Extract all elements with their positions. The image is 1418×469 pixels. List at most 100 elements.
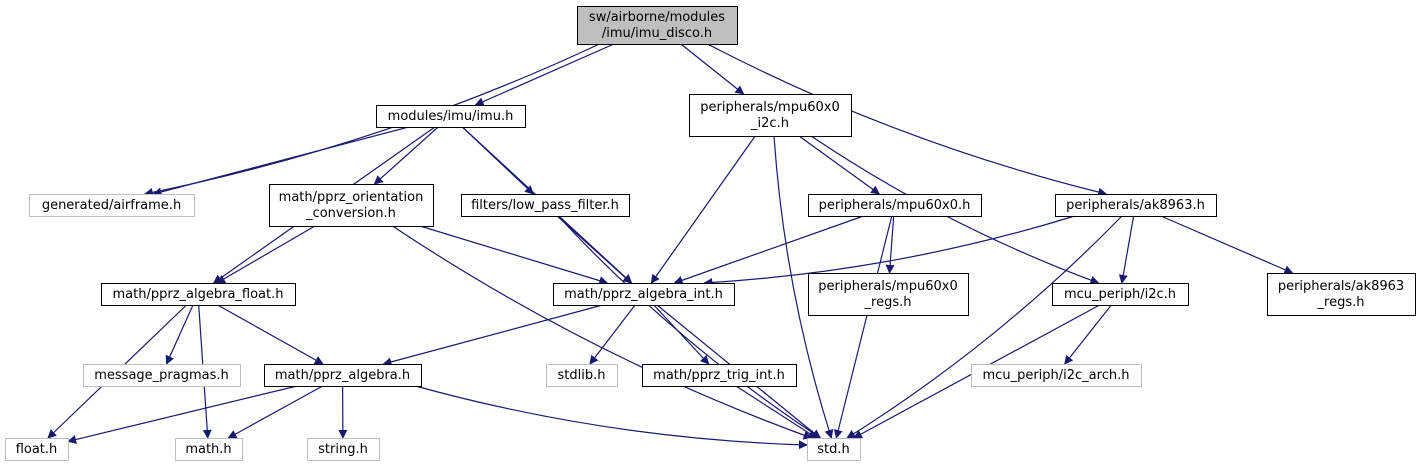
node-box	[689, 94, 852, 137]
node-msg_prag: message_pragmas.h	[83, 364, 241, 387]
edge-ak-to-i2c	[1118, 215, 1135, 284]
node-label-line: string.h	[318, 442, 368, 457]
node-label-line: math.h	[185, 442, 231, 457]
node-label-line: math/pprz_algebra_float.h	[113, 287, 284, 302]
node-label-line: float.h	[16, 442, 58, 457]
node-box	[5, 438, 69, 461]
edge-orient-to-std	[392, 225, 813, 440]
node-box	[101, 283, 296, 306]
edge-alg_int-to-trig	[653, 304, 710, 365]
node-label-line: peripherals/mpu60x0	[700, 100, 839, 115]
node-label-line: _conversion.h	[305, 206, 396, 221]
node-std: std.h	[807, 438, 861, 461]
node-box	[29, 194, 195, 217]
edge-orient-to-alg_int	[419, 225, 609, 285]
node-label-line: math/pprz_orientation	[279, 190, 424, 205]
edge-imu_h-to-orient	[373, 126, 439, 185]
edge-alg_float-to-msg_prag	[165, 304, 194, 365]
node-label-line: peripherals/ak8963.h	[1066, 198, 1205, 213]
node-imu_h[interactable]: modules/imu/imu.h	[376, 105, 526, 128]
node-layer: sw/airborne/modules/imu/imu_disco.hmodul…	[5, 6, 1416, 461]
edge-mpu-to-mpu_regs	[885, 215, 895, 274]
node-box	[1055, 194, 1217, 217]
node-label-line: math/pprz_algebra_int.h	[564, 287, 723, 302]
node-box	[807, 438, 861, 461]
node-trig[interactable]: math/pprz_trig_int.h	[642, 364, 797, 387]
node-mpu_regs[interactable]: peripherals/mpu60x0_regs.h	[808, 273, 969, 316]
edge-mpu_i2c-to-i2c	[810, 135, 1100, 285]
node-string: string.h	[307, 438, 380, 461]
edge-imu_h-to-airframe	[152, 126, 409, 197]
node-box	[546, 364, 618, 387]
node-box	[808, 273, 969, 316]
node-label-line: /imu/imu_disco.h	[602, 26, 712, 41]
node-box	[461, 194, 630, 217]
node-label-line: mcu_periph/i2c.h	[1064, 287, 1176, 302]
node-alg[interactable]: math/pprz_algebra.h	[264, 364, 422, 387]
node-box	[307, 438, 380, 461]
node-box	[971, 364, 1142, 387]
node-airframe: generated/airframe.h	[29, 194, 195, 217]
node-root[interactable]: sw/airborne/modules/imu/imu_disco.h	[577, 6, 738, 45]
edge-root-to-imu_h	[474, 43, 615, 106]
node-box	[1267, 273, 1416, 316]
node-stdlib: stdlib.h	[546, 364, 618, 387]
node-label-line: generated/airframe.h	[42, 198, 181, 213]
node-box	[83, 364, 241, 387]
node-i2c[interactable]: mcu_periph/i2c.h	[1052, 283, 1189, 306]
node-alg_int[interactable]: math/pprz_algebra_int.h	[553, 283, 735, 306]
edge-layer	[47, 43, 1294, 450]
node-label-line: math/pprz_algebra.h	[275, 368, 410, 383]
edge-root-to-mpu_i2c	[680, 43, 745, 95]
edge-alg-to-float	[67, 385, 298, 444]
edge-lpf-to-alg_int	[556, 215, 632, 284]
node-box	[642, 364, 797, 387]
edge-ak-to-std	[846, 215, 1123, 439]
node-box	[264, 364, 422, 387]
edge-alg_int-to-alg	[382, 304, 603, 367]
node-orient[interactable]: math/pprz_orientation_conversion.h	[269, 184, 434, 227]
edge-root-to-ak	[707, 43, 1108, 197]
node-label-line: sw/airborne/modules	[589, 10, 725, 25]
edge-alg_int-to-stdlib	[589, 304, 636, 365]
node-label-line: stdlib.h	[558, 368, 606, 383]
edge-trig-to-std	[735, 385, 818, 439]
node-label-line: _regs.h	[1317, 295, 1365, 310]
edge-ak-to-ak_regs	[1160, 215, 1294, 274]
edge-alg-to-math	[227, 385, 323, 439]
node-label-line: _i2c.h	[750, 116, 789, 131]
edge-mpu_i2c-to-mpu	[798, 135, 881, 195]
node-label-line: _regs.h	[864, 295, 912, 310]
node-label-line: filters/low_pass_filter.h	[471, 198, 619, 213]
edge-orient-to-alg_float	[216, 225, 316, 284]
edge-mpu-to-std	[833, 215, 893, 439]
node-box	[175, 438, 243, 461]
node-ak[interactable]: peripherals/ak8963.h	[1055, 194, 1217, 217]
node-label-line: peripherals/mpu60x0	[818, 279, 957, 294]
node-ak_regs[interactable]: peripherals/ak8963_regs.h	[1267, 273, 1416, 316]
node-mpu_i2c[interactable]: peripherals/mpu60x0_i2c.h	[689, 94, 852, 137]
node-label-line: math/pprz_trig_int.h	[653, 368, 785, 383]
node-label-line: std.h	[817, 442, 850, 457]
node-float: float.h	[5, 438, 69, 461]
node-alg_float[interactable]: math/pprz_algebra_float.h	[101, 283, 296, 306]
node-box	[269, 184, 434, 227]
node-label-line: message_pragmas.h	[94, 368, 229, 383]
edge-ak-to-alg_int	[703, 215, 1075, 288]
node-lpf[interactable]: filters/low_pass_filter.h	[461, 194, 630, 217]
edge-mpu_i2c-to-alg_int	[650, 135, 756, 284]
node-i2c_arch: mcu_periph/i2c_arch.h	[971, 364, 1142, 387]
node-box	[808, 194, 982, 217]
edge-mpu-to-alg_int	[673, 215, 864, 285]
node-label-line: peripherals/mpu60x0.h	[819, 198, 971, 213]
node-label-line: modules/imu/imu.h	[388, 109, 514, 124]
edge-alg-to-std	[415, 385, 808, 450]
edge-i2c-to-i2c_arch	[1064, 304, 1112, 365]
node-label-line: mcu_periph/i2c_arch.h	[983, 368, 1130, 383]
node-label-line: peripherals/ak8963	[1278, 279, 1404, 294]
node-box	[577, 6, 738, 45]
edge-alg_float-to-alg	[217, 304, 324, 365]
node-box	[553, 283, 735, 306]
node-mpu[interactable]: peripherals/mpu60x0.h	[808, 194, 982, 217]
